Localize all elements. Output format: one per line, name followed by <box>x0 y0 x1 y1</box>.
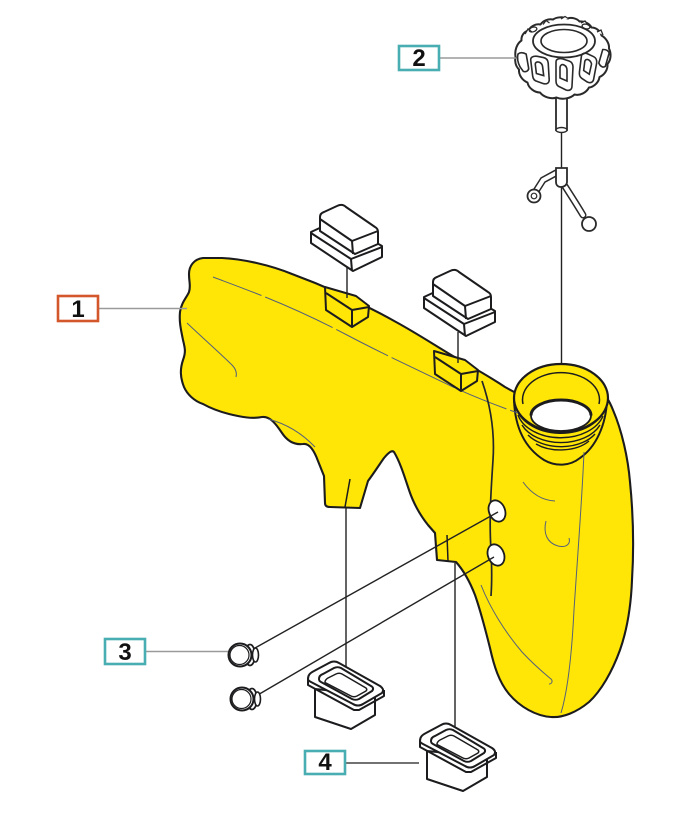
cap-slot <box>555 57 574 92</box>
cap-tether <box>526 167 597 232</box>
rim-notch <box>542 19 550 25</box>
boss-ridge <box>434 356 479 391</box>
callout-4[interactable]: 4 <box>303 749 419 776</box>
fuel-tank <box>178 256 635 719</box>
screw1-line <box>254 511 499 649</box>
top-boss-left <box>324 286 370 328</box>
mount-flange-edges <box>423 297 496 337</box>
thread-arc <box>521 424 601 444</box>
rim-notch <box>596 29 604 36</box>
crease-hook <box>544 520 570 547</box>
mount-flange-edges <box>310 232 383 272</box>
cap-slot <box>597 48 610 68</box>
crease-left <box>186 322 237 378</box>
screw2-line <box>255 556 495 697</box>
crease-foot <box>267 418 316 448</box>
cap-slots <box>516 48 610 92</box>
cap-slot-tab <box>582 58 593 76</box>
cap-slot <box>516 51 530 73</box>
screw-head-inner <box>229 644 250 666</box>
mount-box-edges <box>319 218 379 255</box>
callout-3-box[interactable] <box>103 637 147 666</box>
cap-top-oval <box>540 28 588 54</box>
tether-ball-left <box>526 188 542 204</box>
assembly-lines <box>254 266 499 748</box>
callout-2-box[interactable] <box>397 44 441 72</box>
cap-slot-tab <box>534 61 545 77</box>
cap-top-ring <box>532 23 596 59</box>
callout-1-label: 1 <box>71 296 84 323</box>
thread-arc <box>535 440 590 451</box>
grommet-flange-thickness <box>307 679 385 711</box>
crease-pouch-diagonal <box>480 584 553 685</box>
rim-nub <box>528 26 538 33</box>
crease-under-neck <box>522 481 556 502</box>
tank-creases <box>186 276 585 714</box>
tether-ball-right <box>581 216 597 232</box>
rim-notch <box>524 28 533 35</box>
callout-4-box[interactable] <box>303 749 347 776</box>
callout-3-label: 3 <box>118 639 131 666</box>
cap-stem-tip <box>555 126 568 134</box>
lug1-inner <box>344 478 351 508</box>
bottom-lugs <box>344 478 449 562</box>
thread-arc <box>517 414 604 439</box>
cap-rim-details <box>524 15 604 36</box>
screw-tip <box>253 691 262 707</box>
grommet-right <box>419 722 497 792</box>
screw-head <box>229 686 255 712</box>
grommet-recess-floor <box>324 672 368 698</box>
screw-hole-1 <box>487 499 507 523</box>
fuel-cap <box>514 15 612 134</box>
tether-junction <box>555 167 568 188</box>
cap-slot <box>529 55 550 85</box>
screw-head-inner <box>231 688 252 710</box>
callout-3[interactable]: 3 <box>103 637 228 666</box>
crease-top <box>212 276 519 414</box>
screw-2 <box>229 686 262 712</box>
tether-arm-left-fill <box>534 171 558 193</box>
lug2-inner <box>446 534 449 562</box>
callout-2[interactable]: 2 <box>397 44 516 72</box>
callout-2-label: 2 <box>412 45 425 72</box>
screw-head <box>227 642 253 668</box>
vibration-mount-right <box>423 268 496 337</box>
screw-hole-2 <box>486 543 506 567</box>
mount-box-edges <box>432 283 492 320</box>
grommet-left <box>307 660 385 730</box>
cap-slot <box>578 52 598 84</box>
vibration-mount-left <box>310 203 383 272</box>
grommet-recess-floor <box>436 734 480 760</box>
cap-stem <box>555 96 568 131</box>
screw-holes <box>486 499 507 567</box>
tether-ball-left-hole <box>530 192 538 200</box>
callout-1[interactable]: 1 <box>56 294 187 323</box>
crease-pouch-vertical <box>560 451 585 714</box>
grommet-flange-thickness <box>419 741 497 773</box>
neck-opening-top-arc <box>529 398 593 416</box>
screw-tip <box>251 647 260 663</box>
thread-arc <box>527 433 596 448</box>
tank-body <box>178 256 635 719</box>
callout-4-label: 4 <box>318 749 332 776</box>
crease-front-corner <box>481 380 495 597</box>
rim-nub <box>581 23 591 30</box>
callout-1-box[interactable] <box>56 294 100 323</box>
screw-1 <box>227 642 260 668</box>
top-boss-right <box>433 350 479 392</box>
boss-ridge <box>325 292 370 327</box>
cap-slot-tab <box>559 63 568 83</box>
neck-rim-inner <box>521 371 601 405</box>
rim-notch <box>560 15 570 20</box>
